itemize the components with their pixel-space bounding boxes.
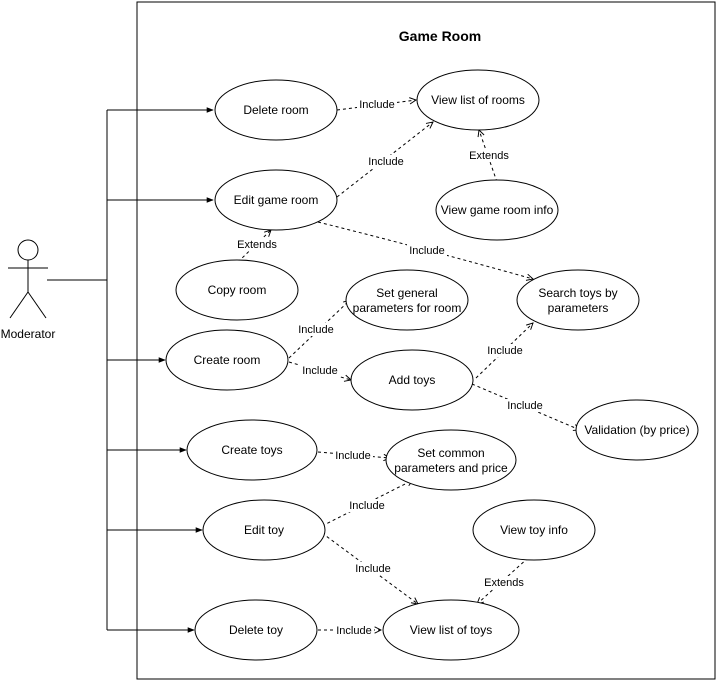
- use-case-view-list-of-toys[interactable]: View list of toys: [382, 599, 520, 661]
- use-case-label: View toy info: [500, 523, 568, 537]
- use-case-label: Create toys: [221, 443, 282, 457]
- use-case-label-line-2: parameters and price: [394, 461, 508, 475]
- use-case-add-toys[interactable]: Add toys: [350, 349, 474, 411]
- label-include-3: Include: [409, 245, 444, 257]
- use-case-label-line-2: parameters: [548, 301, 609, 315]
- label-include-1: Include: [359, 99, 394, 111]
- use-case-label: View game room info: [441, 203, 554, 217]
- use-case-label: Add toys: [389, 373, 436, 387]
- use-case-view-game-room-info[interactable]: View game room info: [435, 179, 559, 241]
- use-case-label: Create room: [194, 353, 261, 367]
- label-extends-1: Extends: [469, 150, 509, 162]
- label-include-6: Include: [487, 345, 522, 357]
- use-case-delete-toy[interactable]: Delete toy: [194, 599, 318, 661]
- label-extends-3: Extends: [484, 577, 524, 589]
- label-include-5: Include: [302, 365, 337, 377]
- use-case-label: Edit toy: [244, 523, 284, 537]
- use-case-create-room[interactable]: Create room: [165, 329, 289, 391]
- use-case-search-toys[interactable]: Search toys by parameters: [516, 269, 640, 331]
- use-case-set-general-parameters[interactable]: Set general parameters for room: [345, 269, 469, 331]
- actor-moderator: Moderator: [1, 239, 56, 341]
- label-include-7: Include: [507, 400, 542, 412]
- use-case-delete-room[interactable]: Delete room: [214, 79, 338, 141]
- label-include-2: Include: [368, 156, 403, 168]
- use-case-label: Delete room: [243, 103, 308, 117]
- use-case-label-line-2: parameters for room: [353, 301, 462, 315]
- relation-edges: Include Include Extends Extends Include …: [235, 98, 580, 637]
- use-case-edit-toy[interactable]: Edit toy: [202, 499, 326, 561]
- use-case-label: Edit game room: [234, 193, 319, 207]
- system-title: Game Room: [399, 28, 481, 44]
- label-include-4: Include: [298, 324, 333, 336]
- label-include-9: Include: [349, 500, 384, 512]
- label-extends-2: Extends: [237, 239, 277, 251]
- use-case-set-common-parameters[interactable]: Set common parameters and price: [385, 429, 517, 491]
- use-case-view-list-of-rooms[interactable]: View list of rooms: [416, 69, 540, 131]
- actor-label: Moderator: [1, 327, 56, 341]
- use-case-label-line-1: Search toys by: [538, 286, 617, 300]
- use-case-validation[interactable]: Validation (by price): [575, 399, 699, 461]
- actor-associations: [47, 107, 214, 633]
- use-case-label: View list of rooms: [431, 93, 525, 107]
- use-case-view-toy-info[interactable]: View toy info: [472, 499, 596, 561]
- use-case-create-toys[interactable]: Create toys: [186, 419, 318, 481]
- use-case-label-line-1: Set general: [376, 286, 437, 300]
- use-case-label: Delete toy: [229, 623, 283, 637]
- use-case-edit-game-room[interactable]: Edit game room: [214, 169, 338, 231]
- use-case-label: View list of toys: [410, 623, 492, 637]
- label-include-10: Include: [355, 563, 390, 575]
- use-case-label: Validation (by price): [584, 423, 689, 437]
- use-case-copy-room[interactable]: Copy room: [175, 259, 299, 321]
- label-include-11: Include: [336, 625, 371, 637]
- use-case-label-line-1: Set common: [417, 446, 484, 460]
- label-include-8: Include: [335, 450, 370, 462]
- use-case-label: Copy room: [208, 283, 267, 297]
